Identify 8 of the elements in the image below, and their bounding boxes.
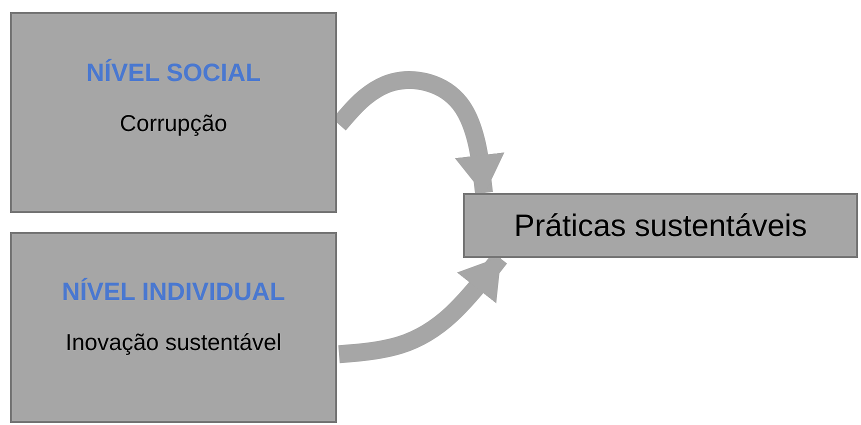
level-heading: NÍVEL SOCIAL [86,59,261,88]
outcome-text: Práticas sustentáveis [514,208,807,244]
factor-text: Corrupção [120,110,228,137]
level-box [10,12,337,213]
level-box [10,232,337,423]
level-heading: NÍVEL INDIVIDUAL [62,278,286,307]
outcome-box [463,193,858,258]
factor-text: Inovação sustentável [65,329,282,356]
